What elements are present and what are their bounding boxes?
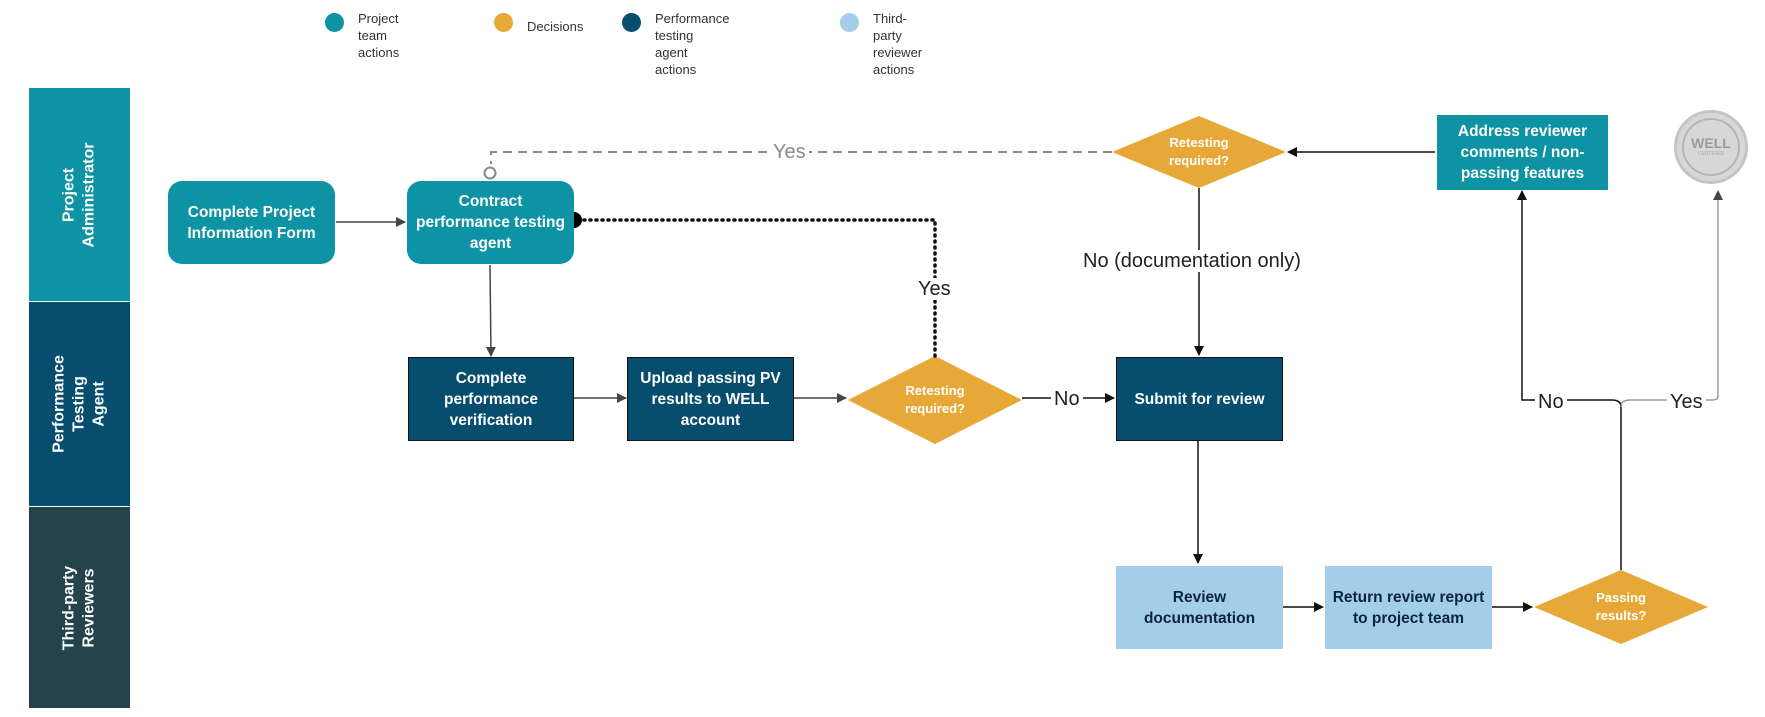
node-contract-performance-testing-agent: Contract performance testing agent	[407, 181, 574, 264]
edge-retesting-yes-dashed	[490, 151, 1112, 164]
lane-title: Project Administrator	[60, 142, 98, 247]
edge-label-yes-dotted: Yes	[915, 278, 954, 300]
legend-dot	[494, 13, 513, 32]
decision-retesting-lower-label: Retesting required?	[905, 383, 965, 416]
node-review-documentation: Review documentation	[1116, 566, 1283, 649]
legend-dot	[325, 13, 344, 32]
legend-label: Third-party reviewer actions	[873, 11, 923, 77]
legend-dot	[840, 13, 859, 32]
node-submit-for-review: Submit for review	[1116, 357, 1283, 441]
node-complete-project-information-form: Complete Project Information Form	[168, 181, 335, 264]
decision-retesting-upper-label: Retesting required?	[1169, 135, 1229, 168]
lane-band-project-admin	[29, 88, 130, 301]
edge-label-yes-dashed: Yes	[770, 141, 809, 163]
decision-passing-shape	[1534, 570, 1708, 644]
lane-title: Third-party Reviewers	[60, 565, 98, 650]
lane-title: Performance Testing Agent	[50, 355, 108, 453]
lane-band-testing-agent	[29, 302, 130, 506]
lane-label-testing-agent: Performance Testing Agent	[29, 302, 130, 506]
decision-retesting-upper-shape	[1112, 116, 1286, 188]
badge-ring	[1682, 118, 1740, 176]
lane-band-reviewers	[29, 507, 130, 708]
legend-label: Decisions	[527, 19, 584, 34]
edge-label-no-to-submit: No	[1051, 388, 1083, 410]
decision-retesting-lower-shape	[848, 356, 1022, 444]
lane-label-project-admin: Project Administrator	[29, 88, 130, 301]
decision-passing-results-label: Passing results?	[1595, 590, 1647, 623]
legend-dot	[622, 13, 641, 32]
edge-label-no-passing: No	[1535, 391, 1567, 413]
lane-label-reviewers: Third-party Reviewers	[29, 507, 130, 708]
node-return-review-report: Return review report to project team	[1325, 566, 1492, 649]
edge-retesting-yes-dotted	[572, 218, 937, 358]
dashed-connector-end	[483, 166, 497, 180]
edge-passing-yes	[1620, 190, 1723, 408]
edge-contract-to-verification	[485, 264, 496, 357]
well-certified-badge-icon: WELL CERTIFIED	[1674, 110, 1748, 184]
node-address-reviewer-comments: Address reviewer comments / non-passing …	[1437, 115, 1608, 190]
legend-label: Performance testing agent actions	[655, 11, 730, 77]
edge-passing-no	[1517, 190, 1622, 408]
legend-label: Project team actions	[358, 11, 400, 60]
node-upload-passing-pv-results: Upload passing PV results to WELL accoun…	[627, 357, 794, 441]
node-complete-performance-verification: Complete performance verification	[408, 357, 574, 441]
edge-label-no-documentation-only: No (documentation only)	[1080, 250, 1304, 272]
edge-label-yes-passing: Yes	[1667, 391, 1706, 413]
